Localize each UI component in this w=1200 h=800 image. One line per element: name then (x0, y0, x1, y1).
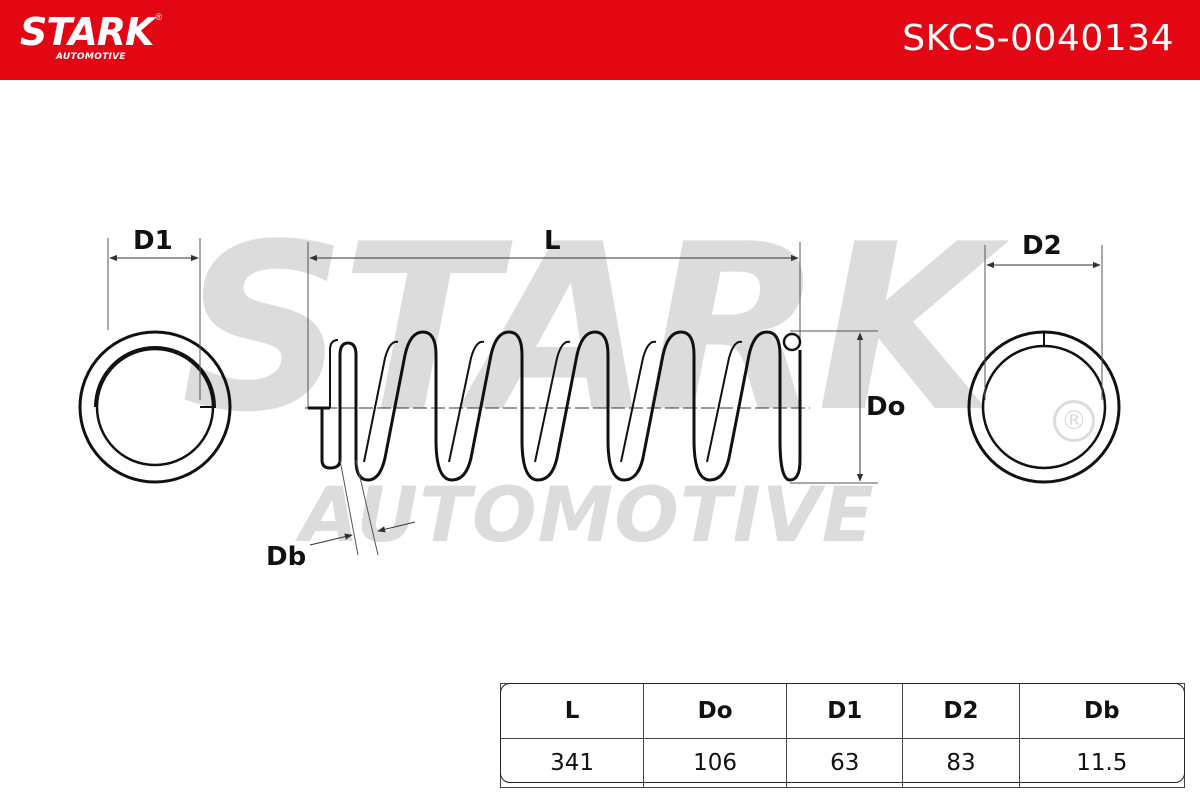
specs-table: L Do D1 D2 Db 341 106 63 83 11.5 (499, 683, 1186, 788)
header-db: Db (1018, 683, 1186, 739)
brand-subtitle: AUTOMOTIVE (56, 52, 126, 62)
header-bar: STARK® AUTOMOTIVE SKCS-0040134 (0, 0, 1200, 80)
label-db: Db (266, 542, 307, 572)
end-view-d1 (78, 238, 232, 484)
header-do: Do (643, 683, 788, 739)
part-number: SKCS-0040134 (902, 18, 1174, 59)
value-do: 106 (643, 738, 788, 788)
value-l: 341 (499, 738, 645, 788)
label-l: L (544, 226, 561, 256)
brand-logo: STARK® AUTOMOTIVE (20, 10, 163, 62)
value-db: 11.5 (1018, 738, 1186, 788)
value-d1: 63 (786, 738, 904, 788)
header-d1: D1 (786, 683, 904, 739)
value-d2: 83 (902, 738, 1020, 788)
spring-side-view (305, 242, 878, 556)
watermark-subtitle: AUTOMOTIVE (300, 470, 875, 559)
specs-header-row: L Do D1 D2 Db (499, 683, 1186, 739)
label-d1: D1 (133, 226, 173, 256)
brand-name: STARK (20, 10, 154, 54)
end-view-d2 (967, 245, 1121, 484)
header-d2: D2 (902, 683, 1020, 739)
header-l: L (499, 683, 645, 739)
specs-value-row: 341 106 63 83 11.5 (499, 738, 1186, 788)
label-do: Do (866, 392, 906, 422)
watermark-registered-mark: ® (1053, 400, 1095, 442)
label-d2: D2 (1022, 231, 1062, 261)
brand-registered-mark: ® (155, 12, 163, 22)
